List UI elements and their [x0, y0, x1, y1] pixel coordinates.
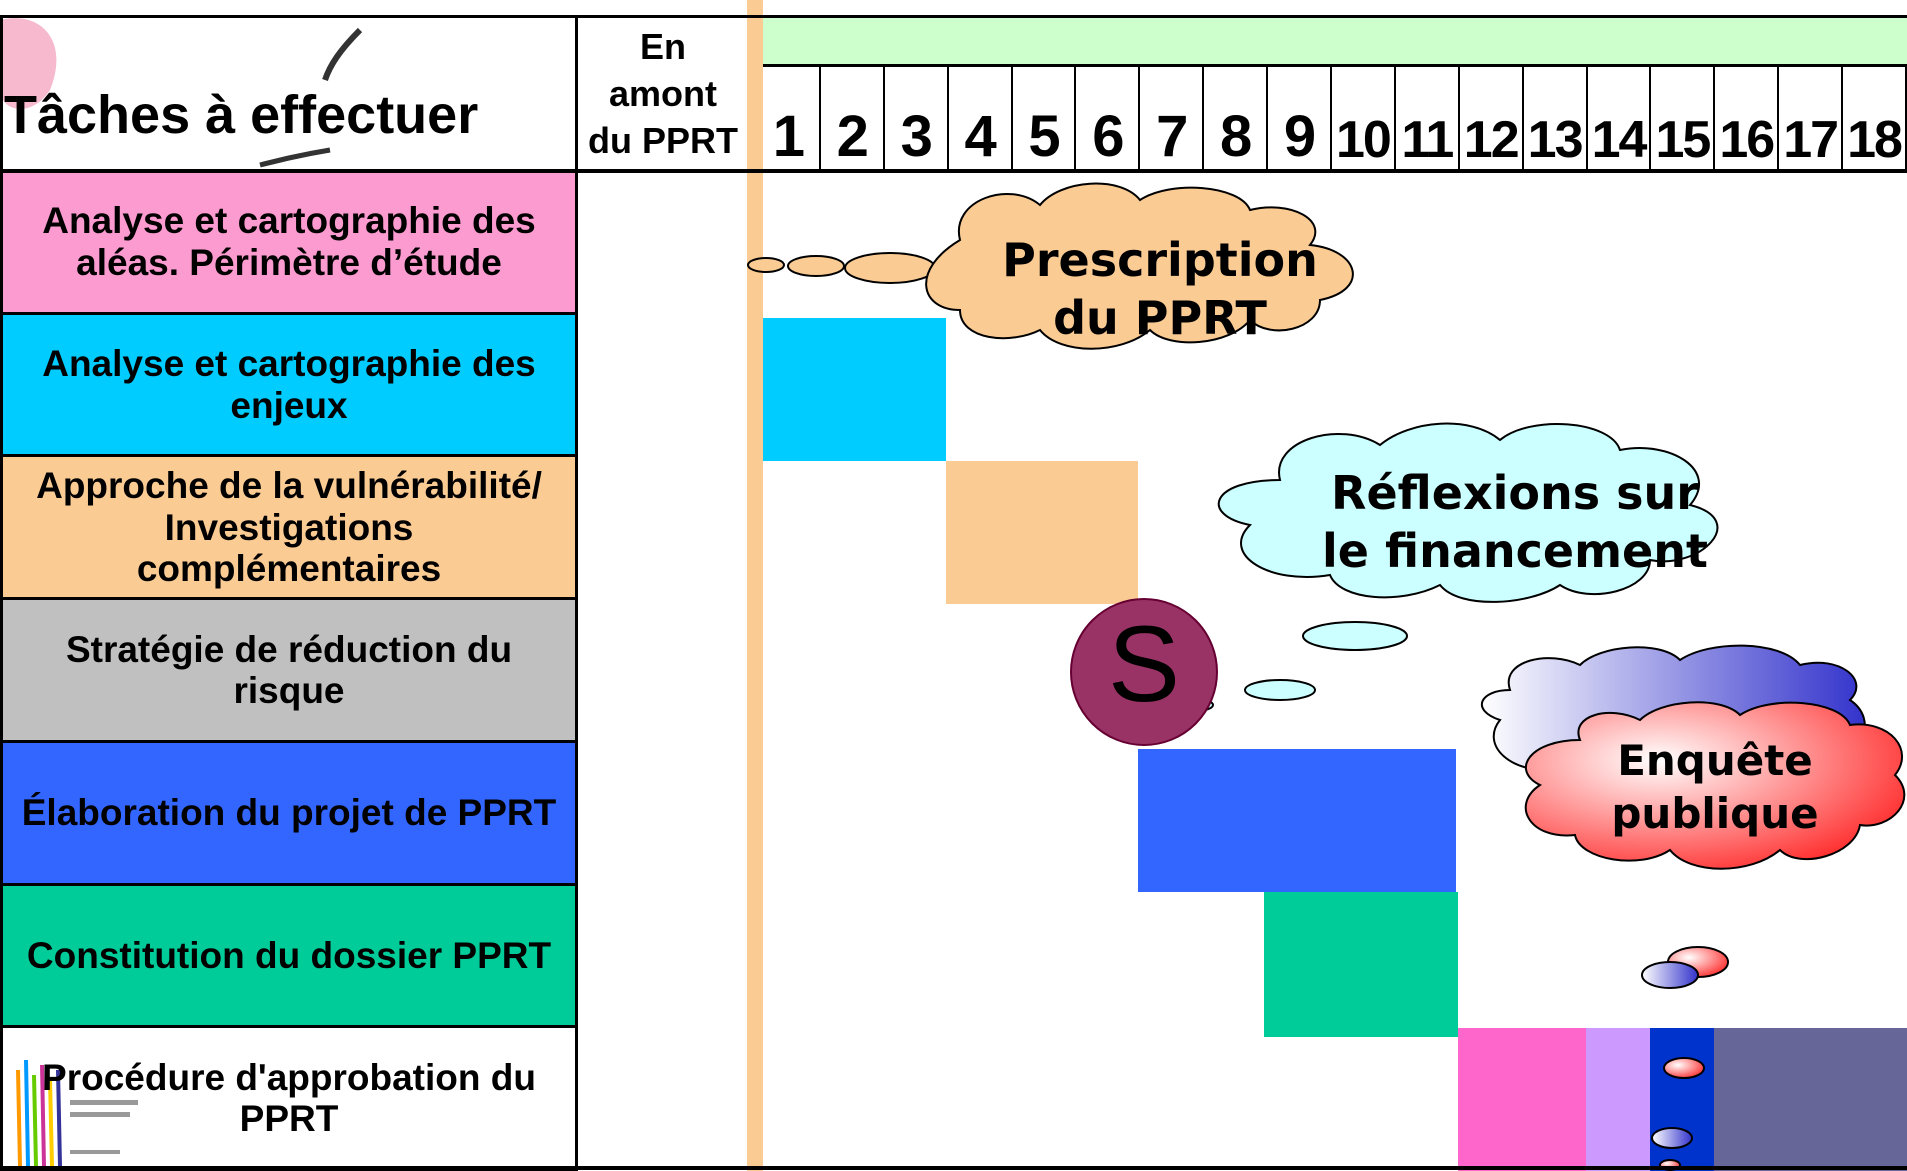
prescription-label: Prescription du PPRT: [1002, 233, 1318, 345]
task-label: Analyse et cartographie des aléas. Périm…: [42, 200, 536, 283]
task-row: Analyse et cartographie des enjeux: [3, 314, 575, 458]
month-cell: 7: [1140, 67, 1205, 172]
task-label: Approche de la vulnérabilité/ Investigat…: [36, 465, 542, 589]
month-cell: 8: [1204, 67, 1269, 172]
month-cell: 11: [1396, 67, 1460, 172]
month-cell: 18: [1843, 67, 1907, 172]
grid-tasks-divider: [575, 15, 578, 1171]
task-label: Constitution du dossier PPRT: [26, 934, 552, 976]
task-row: Élaboration du projet de PPRT: [3, 742, 575, 886]
month-cell: 1: [757, 67, 821, 172]
ministry-logo: [4, 1050, 144, 1168]
month-cell: 14: [1588, 67, 1652, 172]
month-cell: 6: [1076, 67, 1141, 172]
grid-left-line: [0, 15, 3, 1171]
task-label: Analyse et cartographie des enjeux: [42, 343, 536, 426]
task-row: Constitution du dossier PPRT: [3, 885, 575, 1029]
milestone-label: S: [1107, 603, 1181, 724]
month-cell: 2: [821, 67, 885, 172]
month-cell: 17: [1779, 67, 1844, 172]
month-cell: 5: [1013, 67, 1077, 172]
financing-label: Réflexions sur le financement: [1322, 466, 1708, 578]
bar-approbation-4: [1714, 1028, 1907, 1171]
task-row: Approche de la vulnérabilité/ Investigat…: [3, 457, 575, 601]
upstream-column-title: En amont du PPRT: [588, 26, 738, 161]
decorative-swoosh: [0, 18, 363, 168]
enquiry-cloud: [1480, 644, 1906, 1171]
task-list: Analyse et cartographie des aléas. Périm…: [0, 172, 578, 1171]
month-cell: 13: [1524, 67, 1588, 172]
task-label: Élaboration du projet de PPRT: [21, 791, 557, 833]
task-row: Analyse et cartographie des aléas. Périm…: [3, 172, 575, 315]
tasks-column-title: Tâches à effectuer: [4, 84, 479, 145]
month-cell: 3: [885, 67, 949, 172]
bar-elaboration: [1138, 749, 1456, 892]
start-line: [747, 0, 763, 1171]
grid-top-line: [0, 15, 1907, 18]
month-cell: 4: [949, 67, 1013, 172]
milestone-s: [1070, 598, 1218, 746]
bar-dossier: [1264, 892, 1458, 1037]
month-cell: 15: [1651, 67, 1716, 172]
financing-cloud: [1176, 422, 1719, 712]
task-label: Procédure d'approbation du PPRT: [42, 1056, 536, 1140]
bar-vulnerabilite: [946, 461, 1138, 604]
month-cell: 12: [1460, 67, 1524, 172]
bar-approbation-1: [1458, 1028, 1586, 1171]
bar-approbation-2: [1586, 1028, 1650, 1171]
month-cell: 16: [1715, 67, 1780, 172]
prescription-cloud: [747, 182, 1354, 350]
header-band: [757, 17, 1907, 67]
grid-header-bottom-line: [0, 169, 1907, 173]
bar-enjeux: [763, 318, 946, 461]
grid-bottom-line: [0, 1166, 1907, 1170]
month-cell: 9: [1268, 67, 1332, 172]
enquiry-label: Enquête publique: [1611, 736, 1819, 838]
task-label: Stratégie de réduction du risque: [65, 628, 513, 711]
task-row: Stratégie de réduction du risque: [3, 600, 575, 743]
month-cell: 10: [1332, 67, 1396, 172]
